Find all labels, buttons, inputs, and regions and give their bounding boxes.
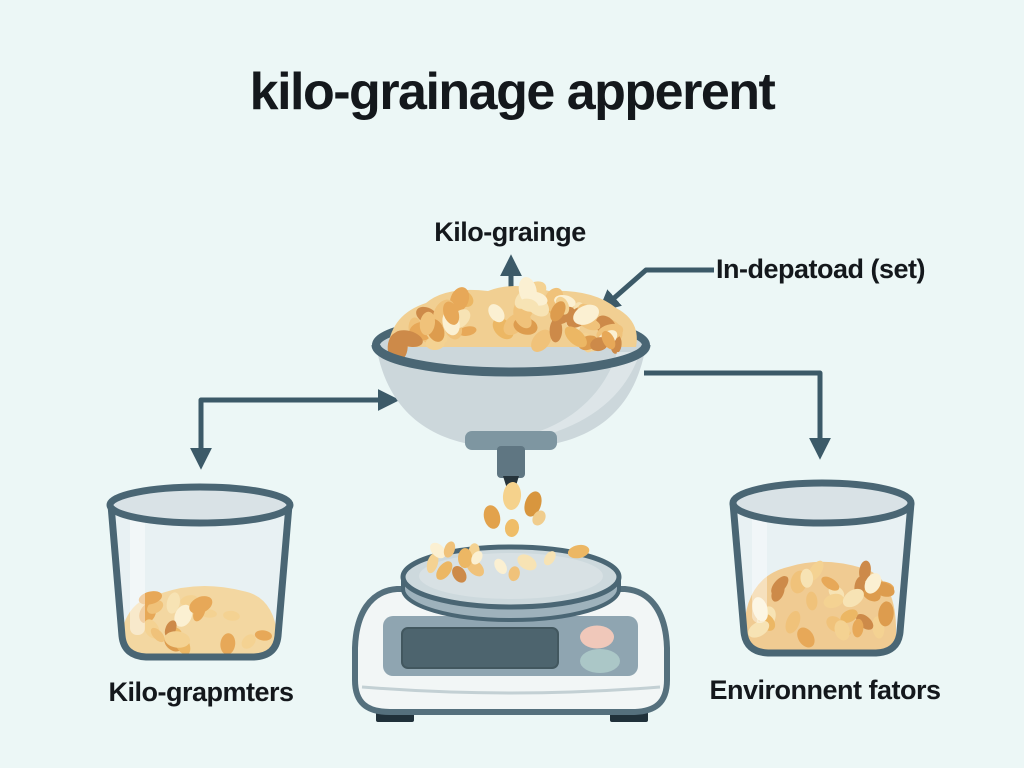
left-beaker-label: Kilo-grapmters xyxy=(108,677,294,707)
right-beaker-with-grains-icon xyxy=(729,479,915,657)
funnel-bowl-with-grains-icon xyxy=(371,276,651,492)
scale-button-teal xyxy=(580,649,620,673)
scale-button-pink xyxy=(580,625,614,649)
funnel-label: Kilo-grainge xyxy=(434,217,586,247)
right-beaker-label: Environnent fators xyxy=(709,675,941,705)
page-title: kilo-grainage apperent xyxy=(249,63,776,121)
input-callout-arrow-icon xyxy=(598,267,714,313)
left-elbow-arrow-icon xyxy=(189,388,400,470)
digital-scale-icon xyxy=(352,541,670,722)
right-elbow-arrow-icon xyxy=(644,370,832,460)
falling-grains-icon xyxy=(483,482,546,537)
input-label: In-depatoad (set) xyxy=(716,254,926,284)
left-beaker-with-grains-icon xyxy=(106,483,294,661)
